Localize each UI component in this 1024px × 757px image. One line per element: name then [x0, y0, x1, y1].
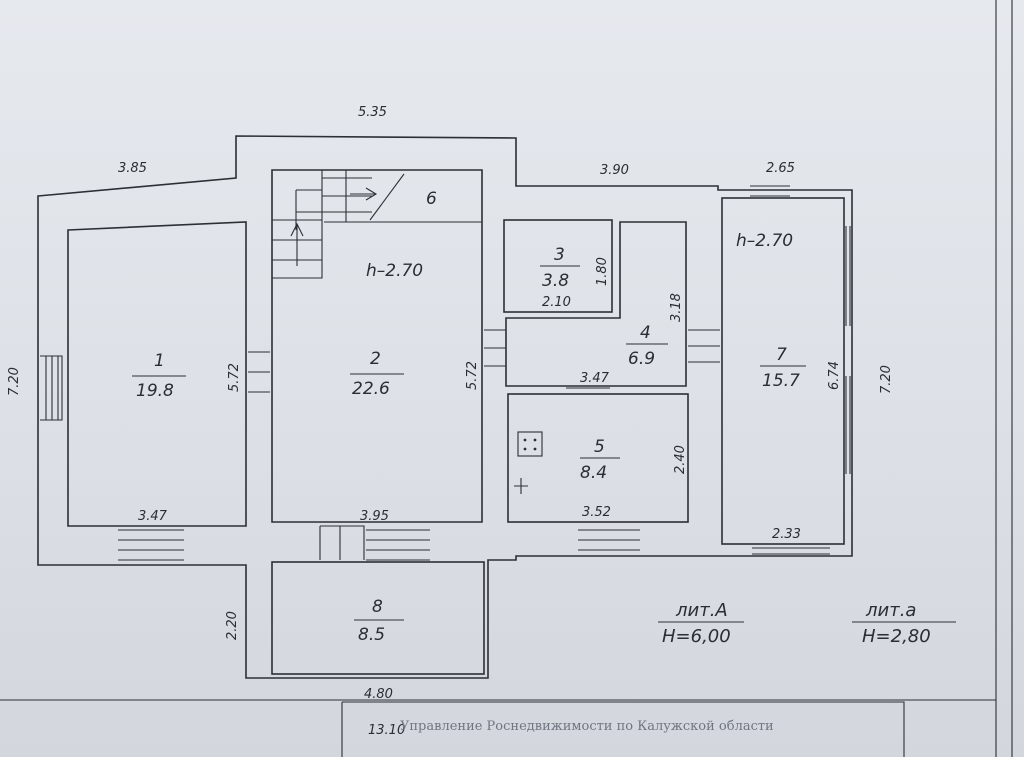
liter-a-name: лит.А [675, 600, 728, 621]
fraction-lines [132, 265, 956, 623]
stamp-text: Управление Роснедвижимости по Калужской … [400, 719, 774, 734]
room-4-area: 6.9 [628, 349, 655, 369]
stove-icon [517, 431, 543, 457]
room-1-area: 19.8 [136, 381, 174, 401]
dim-room-3-bottom: 2.10 [542, 295, 571, 310]
doors [248, 311, 720, 560]
room-8-number: 8 [372, 597, 383, 617]
dim-room-5-bottom: 3.52 [582, 505, 611, 520]
room-2-area: 22.6 [352, 379, 390, 399]
room-4-number: 4 [640, 323, 651, 343]
dim-room-1-left: 5.72 [227, 363, 242, 392]
room-1-number: 1 [154, 351, 165, 371]
height-main-room: h–2.70 [366, 261, 423, 281]
room-3-area: 3.8 [542, 271, 569, 291]
liter-small-a-height: Н=2,80 [862, 626, 931, 647]
liter-small-a-name: лит.а [865, 600, 916, 621]
room-7-outline [721, 197, 845, 545]
dim-room-1-bottom: 3.47 [138, 509, 168, 524]
room-3-number: 3 [554, 245, 565, 265]
windows [40, 185, 851, 561]
stairs-arrow-up [290, 222, 304, 266]
room-4-outline [505, 221, 687, 387]
dim-room-5-right: 2.40 [673, 445, 688, 474]
room-5-area: 8.4 [580, 463, 607, 483]
room-5-outline [507, 393, 689, 523]
room-6-number: 6 [426, 189, 437, 209]
room-2-number: 2 [370, 349, 381, 369]
building-outline [37, 135, 853, 679]
dim-top-left: 3.85 [118, 161, 147, 176]
room-8-outline [271, 561, 485, 675]
dim-room-4-right: 3.18 [669, 293, 684, 322]
dim-top-mid-right: 3.90 [600, 163, 629, 178]
room-7-area: 15.7 [762, 371, 800, 391]
dim-room-3-right: 1.80 [595, 257, 610, 286]
dim-left-side: 7.20 [7, 367, 22, 396]
room-5-number: 5 [594, 437, 605, 457]
room-7-number: 7 [776, 345, 787, 365]
liter-a-height: Н=6,00 [662, 626, 731, 647]
dim-room-7-right: 6.74 [827, 361, 842, 390]
dim-room-2-bottom: 3.95 [360, 509, 389, 524]
stamp-box [341, 701, 905, 757]
height-right-room: h–2.70 [736, 231, 793, 251]
stove-burners [523, 438, 537, 451]
dim-room-4-bottom: 3.47 [580, 371, 610, 386]
dim-bottom: 4.80 [364, 687, 393, 702]
dim-right-side: 7.20 [879, 365, 894, 394]
dim-room-7-bottom: 2.33 [772, 527, 801, 542]
sink-icon [514, 478, 528, 494]
dim-room-2-right: 5.72 [465, 361, 480, 390]
room-8-area: 8.5 [358, 625, 385, 645]
dim-bottom-overall: 13.10 [368, 723, 405, 738]
dim-top-right: 2.65 [766, 161, 795, 176]
room-1-outline [67, 221, 247, 527]
stairs-arrow-right [350, 187, 378, 201]
room-2-outline [271, 169, 483, 523]
dim-top-center: 5.35 [358, 105, 387, 120]
dim-lower-left: 2.20 [225, 611, 240, 640]
